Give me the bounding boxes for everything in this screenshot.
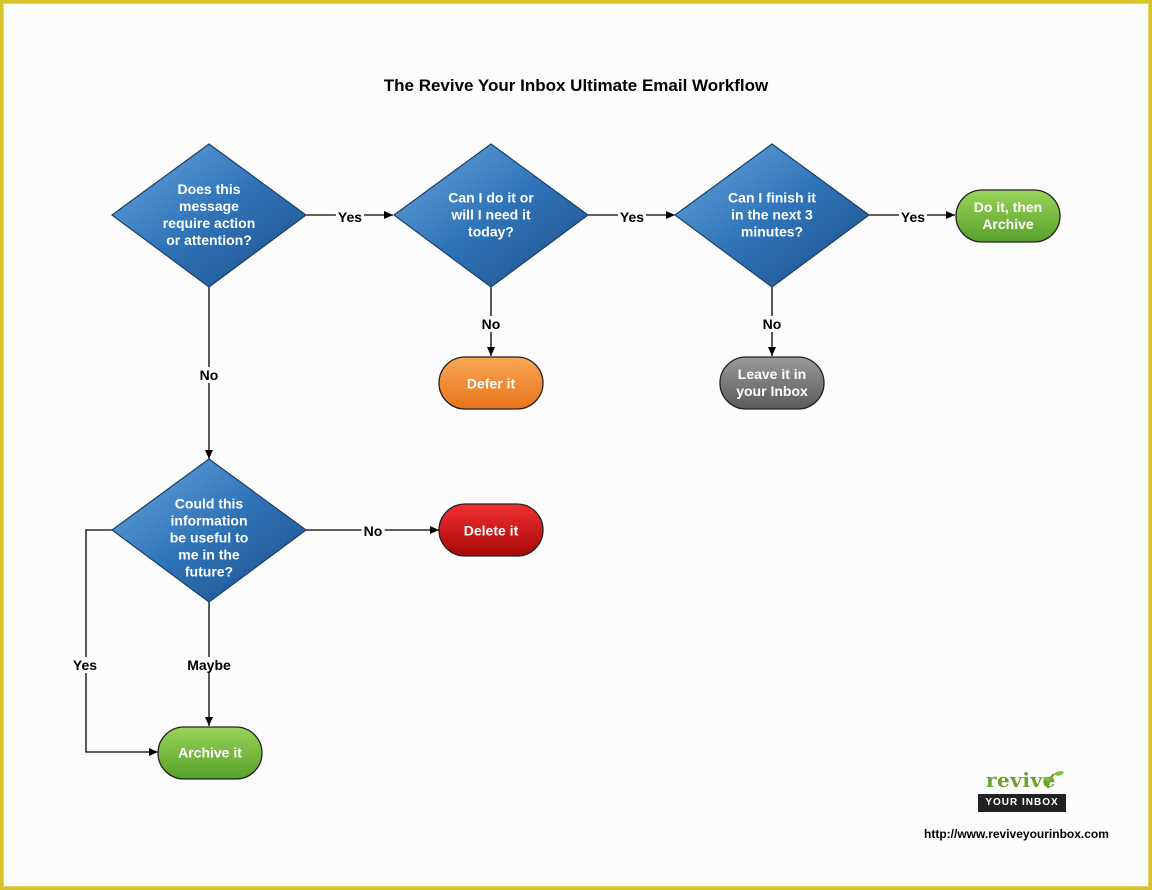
edge-label-no: No: [361, 523, 385, 539]
node-do-archive-text: Do it, then Archive: [973, 199, 1043, 232]
logo-tagline: YOUR INBOX: [978, 794, 1066, 812]
node-archive-text: Archive it: [178, 744, 242, 761]
decision-do-today: [392, 143, 590, 288]
node-leave-inbox-text: Leave it in your Inbox: [736, 366, 808, 399]
edge-label-yes: Yes: [898, 209, 928, 225]
edge-label-no: No: [479, 316, 503, 332]
sprout-icon: [1043, 771, 1064, 789]
decision-requires-action-text: Does this message require action or atte…: [162, 181, 256, 248]
node-delete-text: Delete it: [463, 522, 519, 539]
edge-label-yes: Yes: [335, 209, 365, 225]
edge-label-yes: Yes: [70, 657, 100, 673]
revive-your-inbox-logo: revive YOUR INBOX: [978, 768, 1068, 816]
edge-label-no: No: [197, 367, 221, 383]
node-do-archive: [955, 189, 1061, 243]
logo-wordmark: revive: [986, 768, 1056, 792]
node-defer-text: Defer it: [466, 375, 516, 392]
page-title: The Revive Your Inbox Ultimate Email Wor…: [383, 76, 769, 95]
decision-useful-future: [110, 458, 308, 603]
node-leave-inbox: [719, 356, 825, 410]
website-url[interactable]: http://www.reviveyourinbox.com: [924, 827, 1109, 841]
edge-q4-archive-yes: [85, 529, 158, 756]
edge-label-yes: Yes: [617, 209, 647, 225]
node-archive: [157, 726, 263, 780]
decision-requires-action: [110, 143, 308, 288]
edge-label-no: No: [760, 316, 784, 332]
decision-do-today-text: Can I do it or will I need it today?: [448, 189, 534, 240]
decision-three-minutes-text: Can I finish it in the next 3 minutes?: [728, 189, 816, 240]
node-defer: [438, 356, 544, 410]
edge-label-maybe: Maybe: [185, 657, 233, 673]
decision-three-minutes: [673, 143, 871, 288]
decision-useful-future-text: Could this information be useful to me i…: [169, 495, 249, 580]
node-delete: [438, 503, 544, 557]
